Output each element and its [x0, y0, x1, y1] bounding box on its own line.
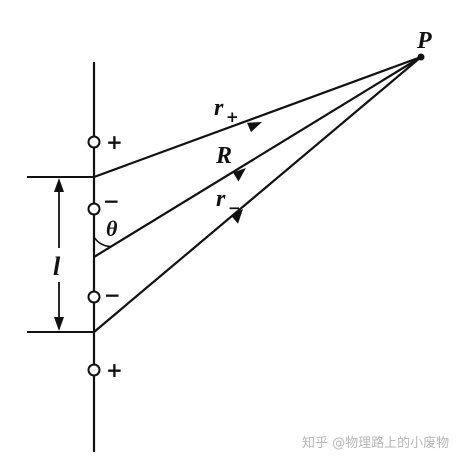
charge-lower-minus	[87, 290, 101, 304]
point-p-label: P	[416, 28, 432, 54]
r-minus-label: r	[216, 186, 226, 212]
r-minus-line	[93, 56, 422, 333]
charge-bottom-plus-label: +	[106, 358, 123, 382]
R-arrowhead	[233, 168, 246, 182]
r-minus-arrowhead	[231, 209, 243, 224]
theta-label: θ	[106, 216, 118, 241]
r-plus-subscript: +	[226, 108, 239, 126]
length-label: l	[53, 252, 61, 281]
R-label: R	[215, 143, 232, 169]
r-minus-main: r	[216, 186, 226, 212]
charge-upper-minus-label: −	[103, 189, 120, 213]
r-plus-line	[93, 55, 422, 179]
charge-top-plus-label: +	[106, 130, 123, 154]
charge-upper-minus	[87, 202, 101, 216]
length-arrow-up-icon	[54, 178, 64, 192]
length-arrow-down-icon	[54, 317, 64, 331]
r-plus-label: r	[214, 95, 224, 121]
R-line	[93, 56, 422, 258]
theta-arc	[93, 236, 112, 248]
r-minus-subscript: −	[228, 199, 241, 217]
r-plus-main: r	[214, 95, 224, 121]
charge-bottom-plus	[87, 363, 101, 377]
point-p-dot	[417, 53, 425, 61]
charge-top-plus	[87, 135, 101, 149]
charge-lower-minus-label: −	[104, 283, 121, 307]
r-plus-arrowhead	[247, 122, 262, 133]
watermark-text: 知乎 @物理路上的小废物	[302, 436, 450, 451]
